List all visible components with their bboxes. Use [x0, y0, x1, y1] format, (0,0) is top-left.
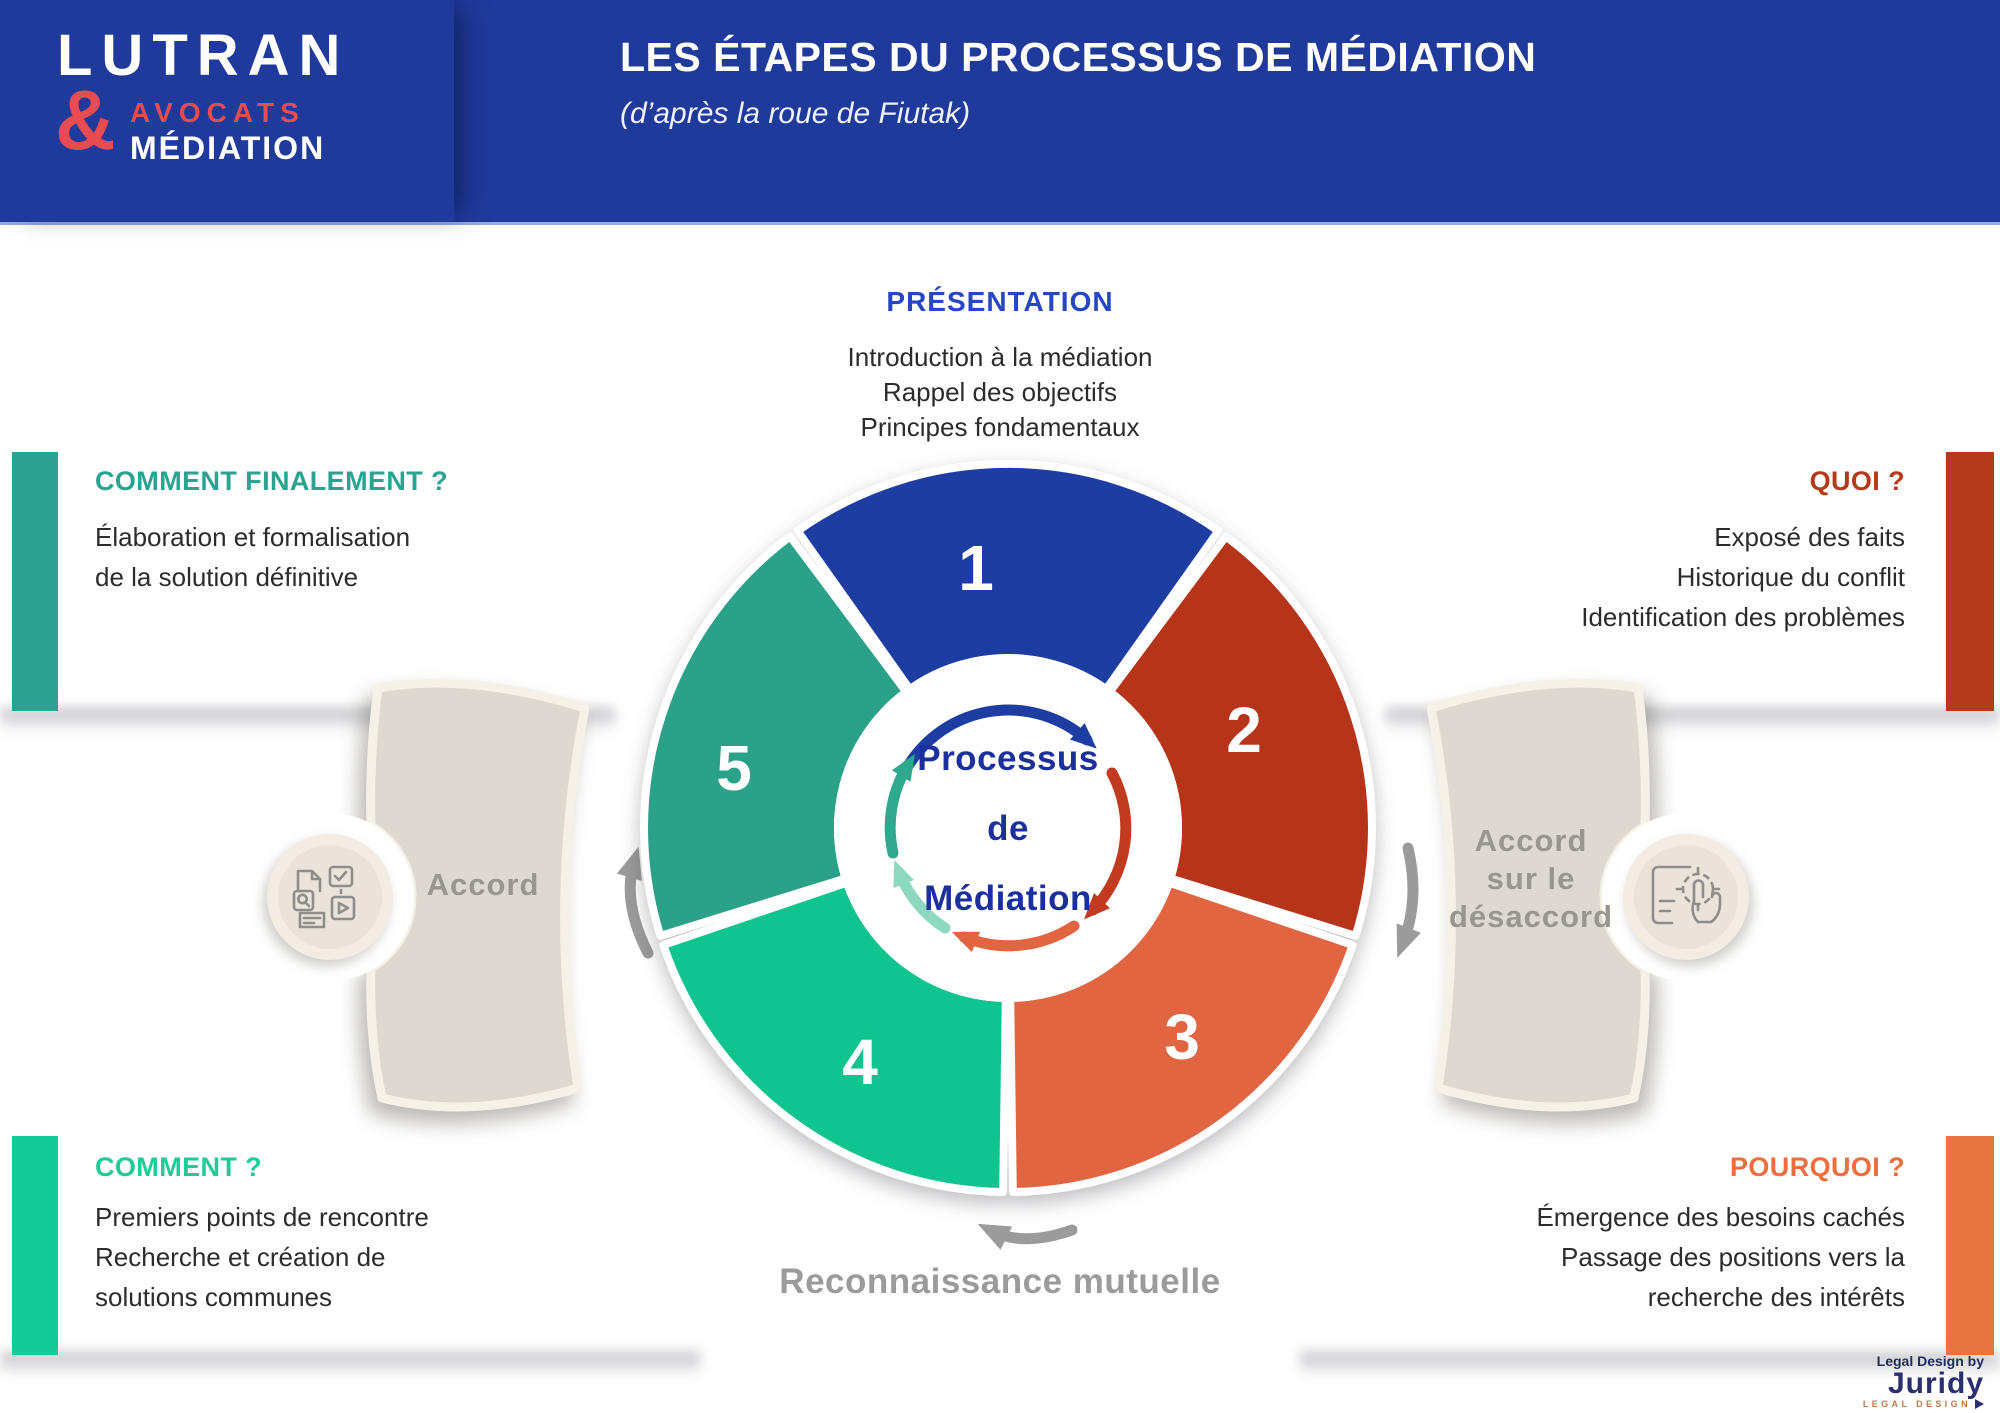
documents-media-icon [267, 834, 393, 960]
arrow-down-right-gray [1396, 842, 1421, 958]
logo-ampersand: & [55, 73, 116, 167]
card-line: recherche des intérêts [1647, 1282, 1905, 1312]
credit-text: Legal Design by [1876, 1353, 1984, 1369]
arrow-left-bottom-gray [977, 1223, 1078, 1250]
card-content: COMMENT FINALEMENT ? Élaboration et form… [95, 466, 448, 597]
step-number-1: 1 [958, 532, 994, 604]
presentation-line: Principes fondamentaux [860, 412, 1140, 442]
cycle-arrow-orange [951, 920, 1080, 953]
arrow-up-left-gray [616, 846, 654, 959]
center-label-line: Médiation [924, 879, 1092, 918]
header-banner: LUTRAN & AVOCATS MÉDIATION LES ÉTAPES DU… [0, 0, 2000, 225]
cycle-arrow-mint [893, 859, 951, 934]
accent-bar-darkred [1946, 452, 1994, 711]
card-pourquoi: POURQUOI ? Émergence des besoins cachés … [1300, 1136, 2000, 1355]
card-line: Identification des problèmes [1581, 602, 1905, 632]
reconnaissance-mutuelle-label: Reconnaissance mutuelle [779, 1262, 1221, 1301]
presentation-title: PRÉSENTATION [886, 286, 1114, 317]
accord-desaccord-label-line: sur le [1487, 861, 1576, 896]
accent-bar-teal [12, 452, 58, 711]
juridy-tagline: LEGAL DESIGN [1863, 1399, 1984, 1409]
card-line: Exposé des faits [1714, 522, 1905, 552]
card-content: QUOI ? Exposé des faits Historique du co… [1581, 466, 1905, 637]
presentation-block: PRÉSENTATION Introduction à la médiation… [0, 286, 2000, 445]
card-line: Premiers points de rencontre [95, 1202, 429, 1232]
accord-fan-left: Accord [246, 678, 590, 1112]
card-line: Élaboration et formalisation [95, 522, 411, 552]
accent-bar-green [12, 1136, 58, 1355]
card-content: COMMENT ? Premiers points de rencontre R… [95, 1152, 429, 1317]
page-subtitle: (d’après la roue de Fiutak) [620, 97, 971, 130]
presentation-lines: Introduction à la médiation Rappel des o… [0, 340, 2000, 445]
card-title: QUOI ? [1809, 466, 1905, 496]
page-title: LES ÉTAPES DU PROCESSUS DE MÉDIATION [620, 34, 1537, 80]
card-line: Passage des positions vers la [1561, 1242, 1905, 1272]
juridy-arrow-icon [1975, 1399, 1984, 1409]
logo-panel: LUTRAN & AVOCATS MÉDIATION [0, 0, 454, 222]
card-title: COMMENT ? [95, 1152, 263, 1182]
process-wheel: 1 2 3 4 5 [640, 460, 1376, 1196]
card-line: solutions communes [95, 1282, 332, 1312]
logo-mediation-text: MÉDIATION [130, 130, 326, 166]
card-line: de la solution définitive [95, 562, 359, 592]
card-comment-finalement: COMMENT FINALEMENT ? Élaboration et form… [0, 452, 620, 711]
step-number-3: 3 [1164, 1001, 1200, 1073]
presentation-line: Rappel des objectifs [882, 377, 1118, 407]
card-title: POURQUOI ? [1729, 1152, 1905, 1182]
title-panel: LES ÉTAPES DU PROCESSUS DE MÉDIATION (d’… [454, 0, 2000, 222]
inner-cycle-arrows [884, 704, 1132, 953]
center-label-line: Processus [917, 739, 1099, 778]
accent-bar-orange [1946, 1136, 1994, 1355]
logo-avocats-text: AVOCATS [130, 97, 305, 128]
document-touch-icon [1623, 834, 1749, 960]
card-quoi: QUOI ? Exposé des faits Historique du co… [1380, 452, 2000, 711]
cycle-arrow-green [884, 753, 915, 859]
cycle-arrow-blue [898, 704, 1097, 779]
juridy-logo: Juridy [1887, 1367, 1984, 1400]
center-label-line: de [987, 809, 1029, 848]
step-number-4: 4 [842, 1026, 878, 1098]
card-comment: COMMENT ? Premiers points de rencontre R… [0, 1136, 700, 1355]
card-line: Émergence des besoins cachés [1536, 1202, 1905, 1232]
card-line: Recherche et création de [95, 1242, 386, 1272]
accord-desaccord-label-line: désaccord [1449, 899, 1613, 934]
juridy-tagline-text: LEGAL DESIGN [1862, 1399, 1971, 1409]
logo-lutran-text: LUTRAN [57, 23, 350, 88]
step-number-2: 2 [1226, 694, 1262, 766]
card-shadow [0, 1352, 700, 1376]
legal-design-credit: Legal Design by Juridy LEGAL DESIGN [1863, 1353, 1984, 1409]
accord-desaccord-label-line: Accord [1475, 823, 1588, 858]
cycle-arrow-red [1084, 767, 1132, 920]
accord-desaccord-fan-right: Accord sur le désaccord [1426, 678, 1770, 1112]
card-content: POURQUOI ? Émergence des besoins cachés … [1536, 1152, 1905, 1317]
card-shadow [1300, 1352, 2000, 1376]
accord-label: Accord [427, 867, 540, 902]
presentation-line: Introduction à la médiation [847, 342, 1153, 372]
card-title: COMMENT FINALEMENT ? [95, 466, 448, 496]
card-line: Historique du conflit [1676, 562, 1905, 592]
step-number-5: 5 [716, 732, 752, 804]
